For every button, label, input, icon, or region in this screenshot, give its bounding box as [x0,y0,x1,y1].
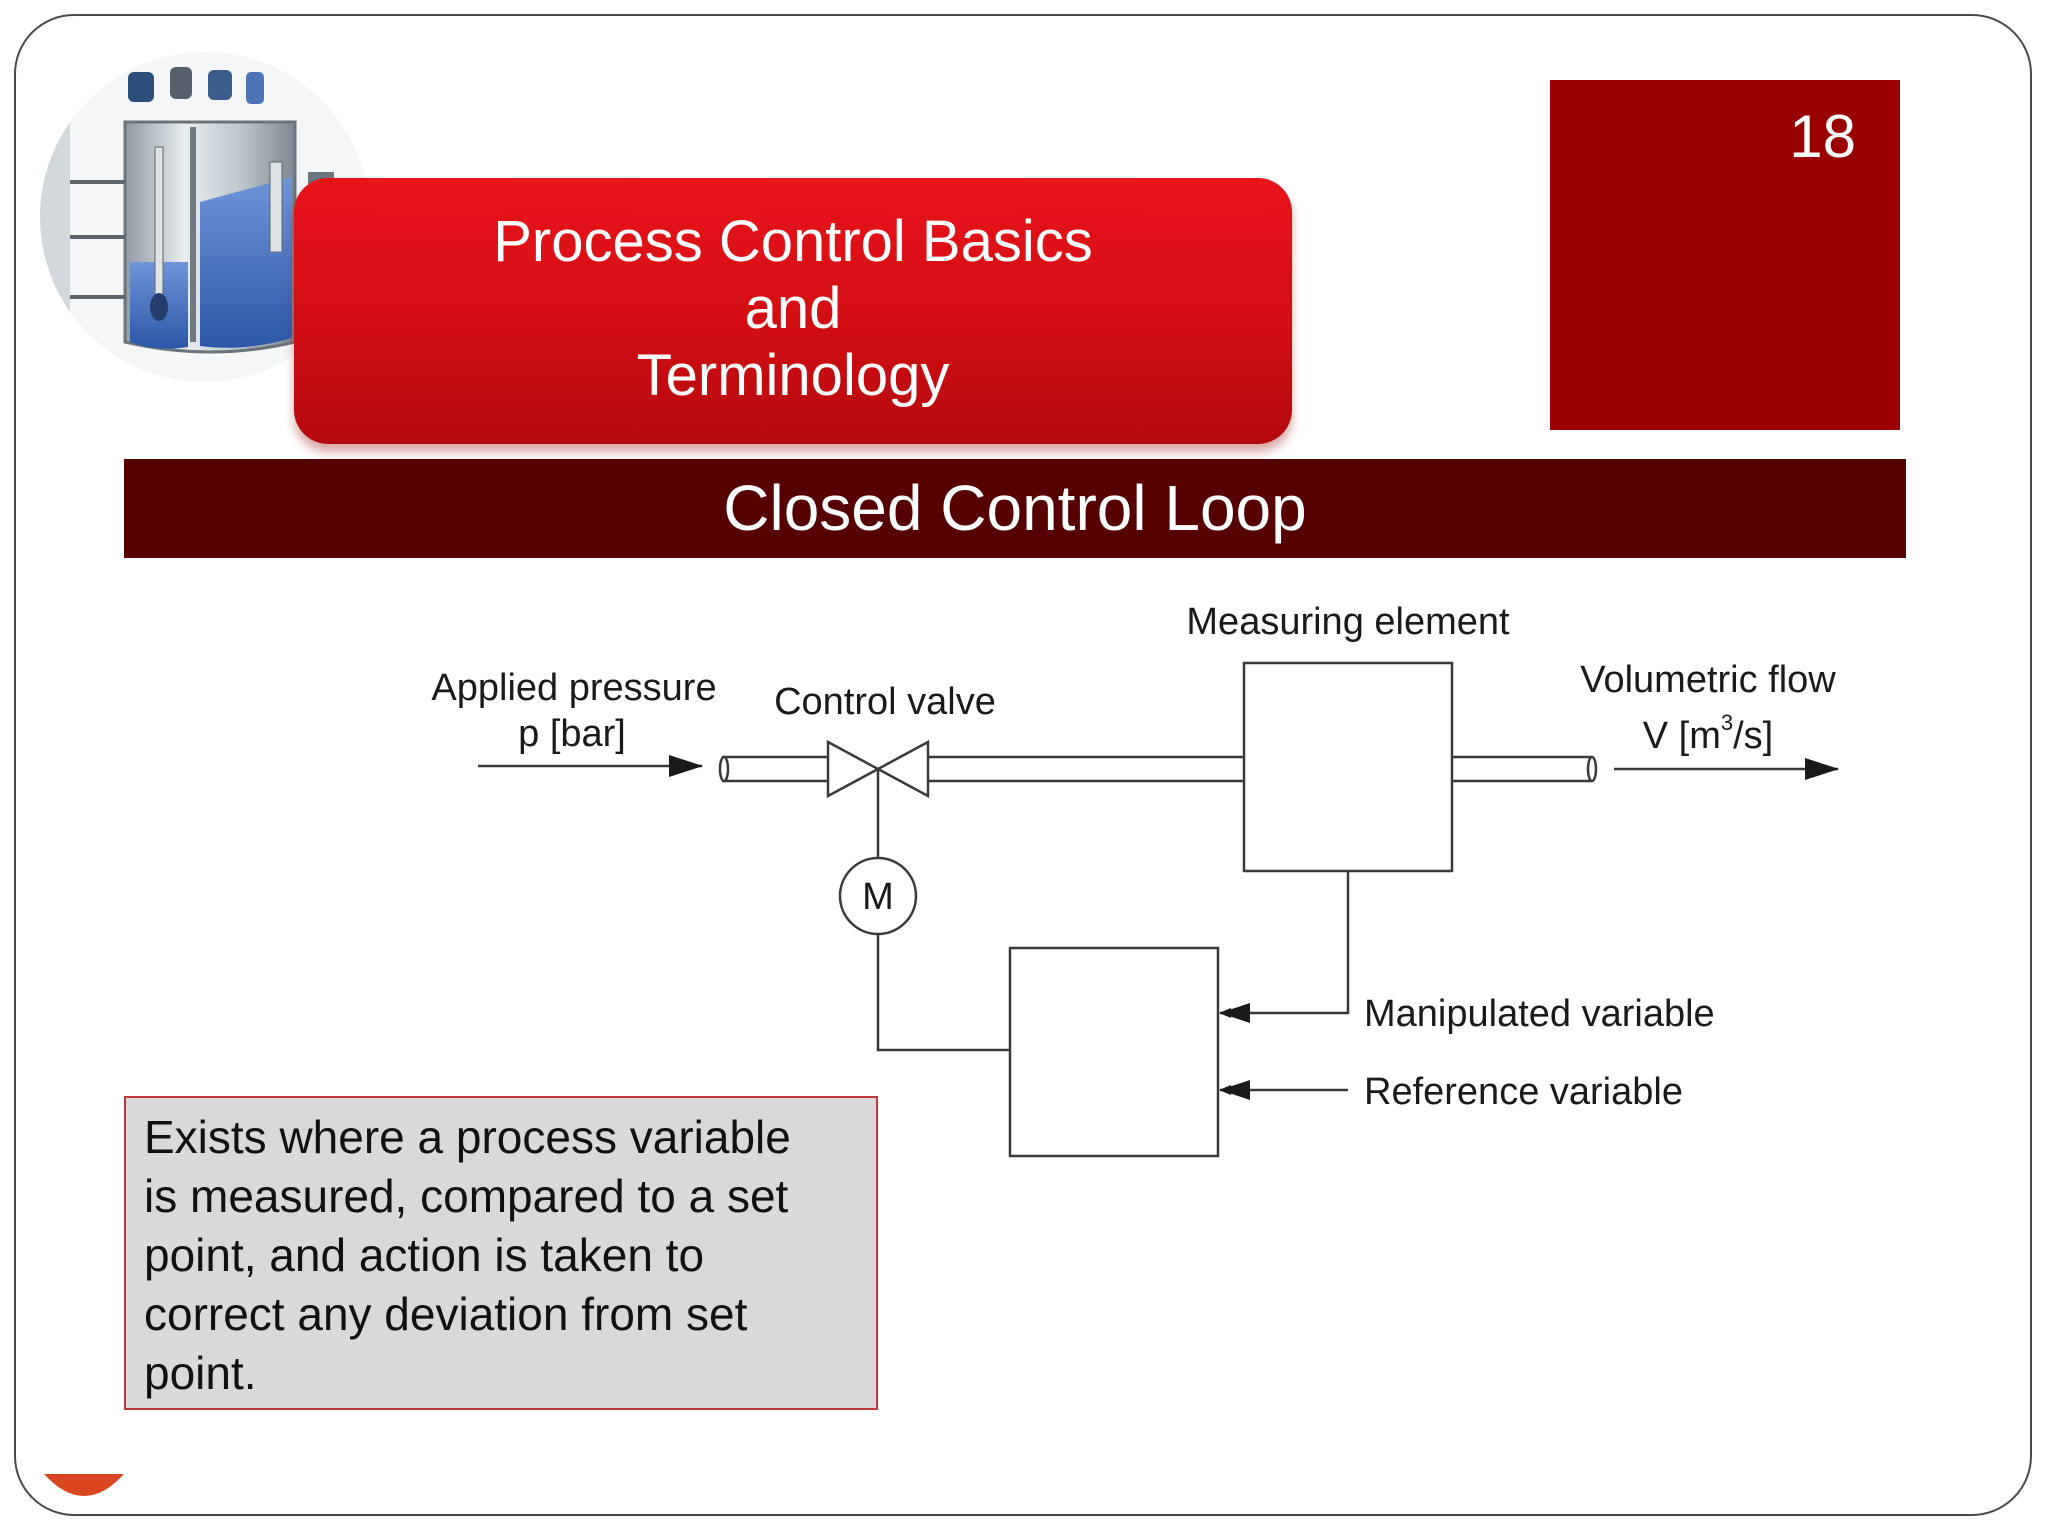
corner-accent [44,1474,124,1496]
definition-line: point. [144,1347,257,1399]
slide-number: 18 [1789,103,1856,170]
label-control-valve: Control valve [774,681,996,723]
slide-number-box: 18 [1550,80,1900,430]
measuring-element-box [1242,661,1454,873]
pipe-middle [928,755,1244,783]
section-title: Closed Control Loop [723,472,1307,544]
label-motor: M [862,876,894,918]
slide-title-line-1: Process Control Basics [493,209,1093,274]
label-applied-pressure-unit: p [bar] [518,713,626,755]
slide-title-line-3: Terminology [636,343,950,408]
pipe-inlet [722,755,828,783]
title-banner: Process Control Basics and Terminology [294,178,1292,444]
definition-line: Exists where a process variable [144,1111,791,1163]
section-bar: Closed Control Loop [124,459,1906,558]
feedback-line [1219,871,1350,1018]
label-measuring-element: Measuring element [1186,601,1510,643]
label-volumetric-flow-unit: V [m3/s] [1643,710,1774,757]
slide-title: Process Control Basics and Terminology [294,208,1292,409]
label-applied-pressure: Applied pressure [431,667,716,709]
pipe-outlet [1452,755,1592,783]
definition-line: correct any deviation from set [144,1288,748,1340]
label-volumetric-flow: Volumetric flow [1580,659,1836,701]
definition-line: is measured, compared to a set [144,1170,789,1222]
controller-box [1008,946,1220,1158]
definition-box: Exists where a process variable is measu… [124,1096,878,1410]
tank-illustration [40,52,370,382]
definition-line: point, and action is taken to [144,1229,705,1281]
label-reference-variable: Reference variable [1364,1071,1683,1113]
label-manipulated-variable: Manipulated variable [1364,993,1715,1035]
definition-text: Exists where a process variable is measu… [144,1108,864,1403]
slide-title-line-2: and [744,276,842,341]
